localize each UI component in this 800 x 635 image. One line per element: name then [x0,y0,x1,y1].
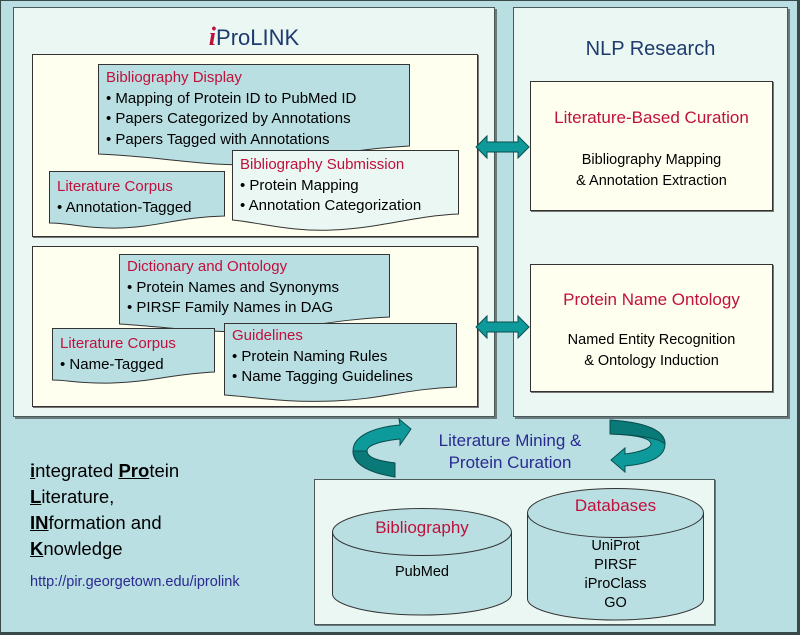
databases-frame: Bibliography PubMed Databases UniProt PI… [314,479,715,625]
list-item: • Protein Naming Rules [232,347,388,365]
literature-corpus-name-text: Literature Corpus • Name-Tagged [60,334,176,375]
list-item: • Annotation-Tagged [57,198,192,216]
bibliography-cylinder-heading: Bibliography [375,518,469,537]
protein-name-ontology-line-2: & Ontology Induction [584,353,719,369]
databases-cylinder-item: GO [604,595,627,611]
acronym-letter: i [30,460,36,481]
cylinder-shape [332,508,512,616]
acronym-text: nowledge [43,538,123,559]
bibliography-cylinder: Bibliography PubMed [332,508,512,616]
acronym-text: iterature, [41,486,115,507]
literature-corpus-heading: Literature Corpus [57,178,173,195]
document-shape [224,323,457,402]
acronym-text: tein [149,460,180,481]
guidelines-doc: Guidelines • Protein Naming Rules • Name… [224,323,457,405]
iprolink-title-prefix: i [208,22,217,51]
guidelines-heading: Guidelines [232,327,303,344]
bibliography-submission-text: Bibliography Submission • Protein Mappin… [240,155,421,217]
literature-corpus-annotation-doc: Literature Corpus • Annotation-Tagged [49,171,225,231]
list-item: • Protein Mapping [240,176,359,194]
iprolink-title-rest: ProLINK [216,25,300,50]
databases-cylinder-item: PIRSF [594,557,637,573]
acronym-text: formation and [48,512,162,533]
bibliography-submission-doc: Bibliography Submission • Protein Mappin… [232,150,459,232]
list-item: • Annotation Categorization [240,197,422,214]
bibliography-panel: Bibliography Display • Mapping of Protei… [32,54,478,237]
double-arrow-icon-bottom [475,314,530,340]
literature-corpus-name-doc: Literature Corpus • Name-Tagged [52,328,215,390]
acronym-line: Literature, [30,484,179,510]
document-shape [49,171,225,229]
nlp-research-frame: NLP Research Literature-Based Curation B… [513,7,788,417]
acronym-letter: Pro [118,460,150,481]
bibliography-display-doc: Bibliography Display • Mapping of Protei… [98,64,410,168]
databases-cylinder-item: iProClass [584,576,647,592]
cycle-arrow-icon-right [609,419,666,474]
bibliography-display-text: Bibliography Display • Mapping of Protei… [106,68,356,150]
dictionary-ontology-text: Dictionary and Ontology • Protein Names … [127,257,339,319]
list-item: • Name Tagging Guidelines [232,368,413,385]
iprolink-title: iProLINK [14,22,494,52]
acronym-letter: K [30,538,44,559]
list-item: • Papers Categorized by Annotations [106,110,351,127]
bibliography-submission-heading: Bibliography Submission [240,156,405,173]
protein-name-ontology-box: Protein Name Ontology Named Entity Recog… [530,264,773,392]
literature-corpus-annotation-text: Literature Corpus • Annotation-Tagged [57,177,192,218]
databases-cylinder-item: UniProt [591,538,640,554]
cycle-label-line-2: Protein Curation [448,453,572,472]
acronym-text: ntegrated [35,460,119,481]
databases-cylinder-heading: Databases [574,496,657,515]
list-item: • Name-Tagged [60,355,164,373]
literature-corpus-heading: Literature Corpus [60,335,176,352]
cycle-label: Literature Mining & Protein Curation [405,430,615,474]
protein-name-ontology-heading: Protein Name Ontology [563,290,740,309]
iprolink-url-link[interactable]: http://pir.georgetown.edu/iprolink [30,574,240,590]
bibliography-display-heading: Bibliography Display [106,69,242,86]
acronym-letter: L [30,486,42,507]
literature-based-curation-heading: Literature-Based Curation [554,108,749,127]
databases-cylinder: Databases UniProt PIRSF iProClass GO [527,488,704,621]
double-arrow-icon-top [475,134,530,160]
literature-based-curation-box: Literature-Based Curation Bibliography M… [530,81,773,211]
list-item: • Papers Tagged with Annotations [106,130,330,148]
nlp-research-title: NLP Research [585,38,716,60]
list-item: • Protein Names and Synonyms [127,278,340,296]
list-item: • PIRSF Family Names in DAG [127,299,334,316]
cycle-arrow-icon-left [352,417,412,478]
acronym-letter: IN [30,512,49,533]
literature-based-curation-line-1: Bibliography Mapping [581,152,722,168]
dictionary-panel: Dictionary and Ontology • Protein Names … [32,246,478,407]
literature-based-curation-line-2: & Annotation Extraction [576,173,727,189]
document-shape [52,328,215,384]
acronym-expansion: integrated Protein Literature, INformati… [30,458,179,562]
protein-name-ontology-line-1: Named Entity Recognition [567,332,736,348]
iprolink-frame: iProLINK Bibliography Display • Mapping … [13,7,495,417]
guidelines-text: Guidelines • Protein Naming Rules • Name… [232,326,413,388]
list-item: • Mapping of Protein ID to PubMed ID [106,89,357,107]
cycle-label-line-1: Literature Mining & [438,431,582,450]
acronym-line: integrated Protein [30,458,179,484]
document-shape [232,150,459,231]
acronym-line: INformation and [30,510,179,536]
dictionary-ontology-doc: Dictionary and Ontology • Protein Names … [119,254,390,334]
cylinder-shape [527,488,704,621]
bibliography-cylinder-item: PubMed [394,564,449,580]
acronym-line: Knowledge [30,536,179,562]
dictionary-ontology-heading: Dictionary and Ontology [127,258,288,275]
